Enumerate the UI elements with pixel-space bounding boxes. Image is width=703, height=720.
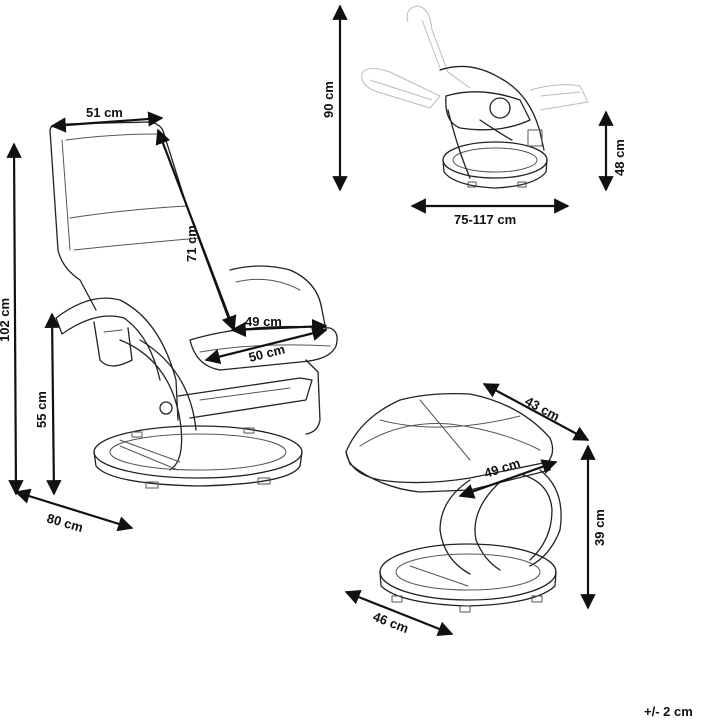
reclined-height-label: 90 cm: [321, 81, 336, 118]
reclined-chair-drawing: [361, 5, 589, 189]
tolerance-note: +/- 2 cm: [644, 704, 693, 719]
ottoman-height-label: 39 cm: [592, 509, 607, 546]
seat-width-label: 49 cm: [245, 314, 282, 329]
ottoman-depth-label: 43 cm: [523, 393, 563, 424]
reclined-seat-height-label: 48 cm: [612, 139, 627, 176]
dimension-lines: [6, 4, 614, 637]
ottoman-drawing: [345, 392, 562, 613]
chair-width-label: 51 cm: [86, 105, 123, 120]
dimension-labels: 51 cm 71 cm 49 cm 50 cm 102 cm 55 cm 80 …: [0, 81, 693, 719]
seat-depth-label: 50 cm: [247, 341, 286, 364]
reclined-length-label: 75-117 cm: [454, 212, 516, 227]
total-height-label: 102 cm: [0, 298, 12, 342]
seat-height-label: 55 cm: [34, 391, 49, 428]
ottoman-base-width-label: 46 cm: [371, 609, 411, 636]
chair-depth-label: 80 cm: [45, 510, 85, 535]
recliner-chair-drawing: [49, 121, 338, 489]
chair-back-height-label: 71 cm: [184, 225, 199, 262]
